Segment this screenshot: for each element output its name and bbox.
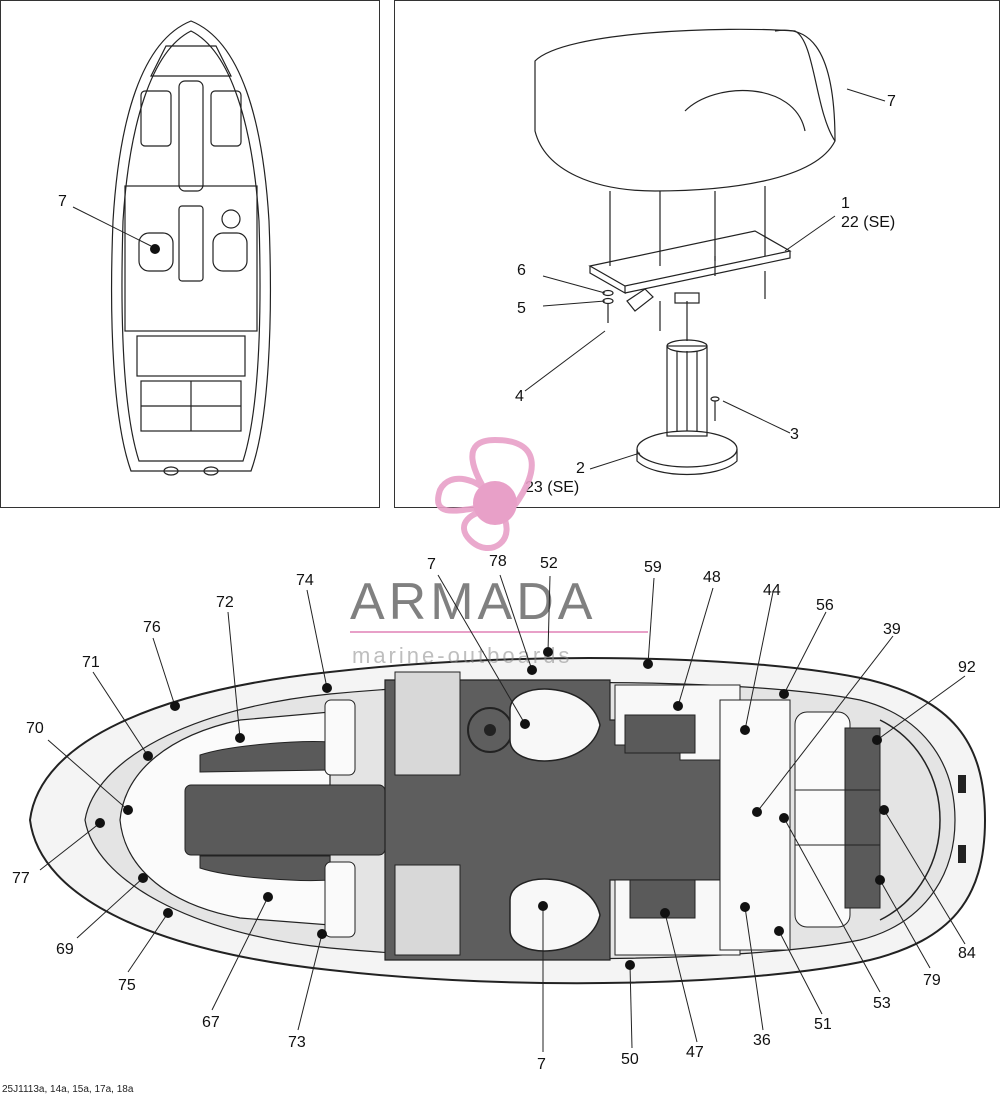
callout-label: 48	[703, 569, 721, 586]
callout-label: 76	[143, 619, 161, 636]
callout-label: 79	[923, 972, 941, 989]
callout-label: 4	[515, 388, 524, 405]
callout-label: 67	[202, 1014, 220, 1031]
watermark-title: ARMADA	[350, 573, 597, 631]
callout-label: 23 (SE)	[525, 479, 580, 496]
callout-label: 77	[12, 870, 30, 887]
callout-label: 74	[296, 572, 314, 589]
callout-label: 2	[576, 460, 585, 477]
callout-label: 7	[537, 1056, 546, 1073]
callout-label: 69	[56, 941, 74, 958]
callout-dot	[150, 244, 160, 254]
callout-label: 6	[517, 262, 526, 279]
callout-label: 70	[26, 720, 44, 737]
figure-code: 25J1113a, 14a, 15a, 17a, 18a	[2, 1084, 134, 1095]
callout-label: 39	[883, 621, 901, 638]
callout-label: 92	[958, 659, 976, 676]
callout-label: 1	[841, 195, 850, 212]
callout-label: 52	[540, 555, 558, 572]
callout-label: 47	[686, 1044, 704, 1061]
callout-label: 44	[763, 582, 781, 599]
callout-label: 5	[517, 300, 526, 317]
callout-label: 51	[814, 1016, 832, 1033]
callout-label: 78	[489, 553, 507, 570]
callout-label: 36	[753, 1032, 771, 1049]
callout-label: 7	[58, 193, 67, 210]
callout-label: 71	[82, 654, 100, 671]
callout-label: 7	[427, 556, 436, 573]
callout-label: 72	[216, 594, 234, 611]
callout-label: 53	[873, 995, 891, 1012]
callout-label: 59	[644, 559, 662, 576]
watermark-subtitle: marine-outboards	[352, 643, 573, 668]
callout-label: 75	[118, 977, 136, 994]
boat-overview-drawing	[72, 20, 272, 476]
callout-label: 84	[958, 945, 976, 962]
callout-label: 50	[621, 1051, 639, 1068]
callout-label: 22 (SE)	[841, 214, 896, 231]
callout-label: 7	[887, 93, 896, 110]
callout-label: 56	[816, 597, 834, 614]
seat-exploded-panel: 7 1 22 (SE) 6 5 4 3 2 23 (SE)	[394, 0, 1000, 508]
callout-label: 73	[288, 1034, 306, 1051]
overview-panel: 7	[0, 0, 380, 508]
seat-assembly-drawing	[524, 28, 886, 475]
callout-label: 3	[790, 426, 799, 443]
